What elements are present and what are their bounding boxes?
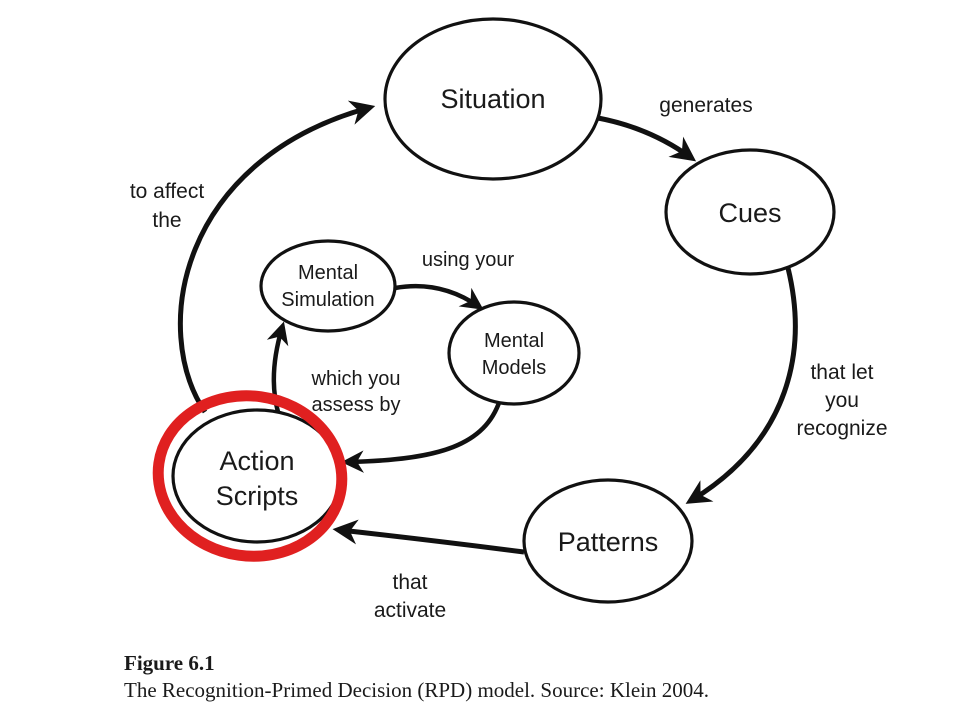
node-mental-simulation-line2: Simulation xyxy=(281,289,374,311)
edge-label-assess-line1: which you xyxy=(311,368,401,390)
edge-cues-to-patterns xyxy=(685,267,798,504)
node-mental-simulation: Mental Simulation xyxy=(259,239,397,333)
node-cues: Cues xyxy=(664,148,836,276)
node-situation: Situation xyxy=(383,17,603,181)
node-cues-label: Cues xyxy=(718,198,781,228)
edge-label-affect-line1: to affect xyxy=(130,180,204,203)
caption-figure-label: Figure 6.1 xyxy=(124,651,215,675)
figure-caption: Figure 6.1 The Recognition-Primed Decisi… xyxy=(124,650,924,704)
edge-label-recognize-line1: that let xyxy=(810,361,873,384)
node-mental-models: Mental Models xyxy=(447,300,581,406)
edge-label-recognize-line3: recognize xyxy=(796,417,887,440)
node-action-scripts-line1: Action xyxy=(219,446,294,476)
edge-action-scripts-to-situation xyxy=(177,100,376,414)
node-mental-models-line2: Models xyxy=(482,357,546,379)
edge-label-affect-line2: the xyxy=(152,209,181,232)
node-patterns: Patterns xyxy=(522,478,694,604)
edge-label-activate-line1: that xyxy=(392,571,427,594)
edge-label-generates: generates xyxy=(659,94,752,117)
node-mental-models-line1: Mental xyxy=(484,330,544,352)
node-action-scripts: Action Scripts xyxy=(171,408,343,544)
highlight-circle xyxy=(152,390,348,562)
edge-situation-to-cues xyxy=(597,115,697,162)
edge-simulation-to-models xyxy=(394,283,484,310)
edge-label-recognize-line2: you xyxy=(825,389,859,412)
edge-label-assess-line2: assess by xyxy=(312,394,401,416)
edge-patterns-to-action-scripts xyxy=(332,519,525,555)
node-mental-simulation-line1: Mental xyxy=(298,262,358,284)
node-situation-label: Situation xyxy=(440,84,545,114)
caption-text: The Recognition-Primed Decision (RPD) mo… xyxy=(124,678,709,702)
node-action-scripts-line2: Scripts xyxy=(216,481,299,511)
edge-label-using-your: using your xyxy=(422,249,515,271)
node-patterns-label: Patterns xyxy=(558,527,659,557)
edge-models-to-action-scripts xyxy=(341,399,503,473)
edge-label-activate-line2: activate xyxy=(374,599,446,622)
